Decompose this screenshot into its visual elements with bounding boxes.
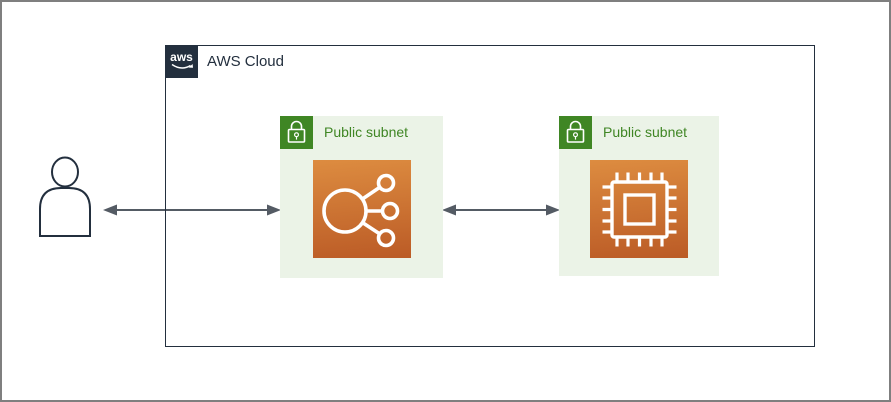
aws-logo-icon: aws: [165, 45, 198, 78]
subnet-label: Public subnet: [603, 124, 688, 140]
lock-icon: [566, 120, 585, 143]
lock-icon: [287, 120, 306, 143]
user-icon: [39, 156, 91, 237]
bidirectional-arrow-load-balancer-to-ec2: [442, 204, 560, 216]
public-subnet-1: Public subnet: [280, 116, 443, 278]
bidirectional-arrow-user-to-load-balancer: [103, 204, 281, 216]
aws-cloud-group: aws AWS Cloud Public subnet: [165, 45, 815, 347]
ec2-instance-icon: [590, 160, 688, 258]
aws-logo-text: aws: [170, 50, 193, 64]
public-subnet-2: Public subnet: [559, 116, 719, 276]
subnet-lock-badge: [280, 116, 313, 149]
subnet-lock-badge: [559, 116, 592, 149]
aws-cloud-label: AWS Cloud: [207, 53, 284, 70]
subnet-label: Public subnet: [324, 124, 409, 140]
aws-smile-icon: [171, 63, 193, 69]
elastic-load-balancing-icon: [312, 160, 411, 258]
